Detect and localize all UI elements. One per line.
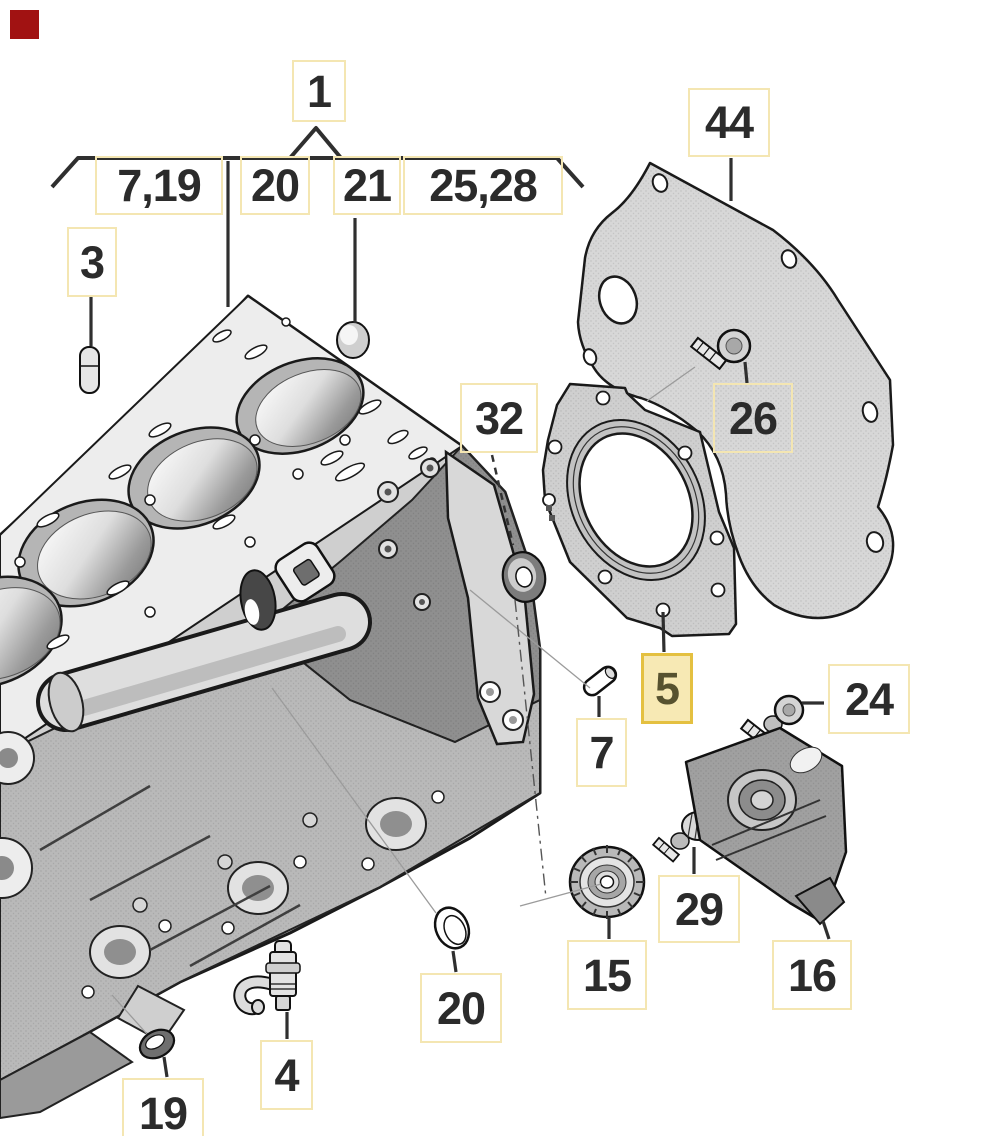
part-label-24[interactable]: 24 bbox=[828, 664, 910, 734]
red-marker bbox=[10, 10, 39, 39]
dowel-7-part bbox=[582, 665, 618, 697]
part-label-3[interactable]: 3 bbox=[67, 227, 117, 297]
block-window bbox=[274, 541, 336, 603]
cylinder-bores bbox=[0, 357, 365, 689]
rear-seal-flange-5 bbox=[541, 382, 738, 638]
seal-ring-19 bbox=[138, 1028, 176, 1060]
part-label-21[interactable]: 21 bbox=[333, 156, 401, 215]
part-label-5-highlighted[interactable]: 5 bbox=[641, 653, 693, 724]
engine-block-illustration bbox=[0, 294, 542, 1120]
seal-ring-32 bbox=[501, 551, 547, 603]
part-label-44[interactable]: 44 bbox=[688, 88, 770, 157]
plate-holes bbox=[582, 173, 885, 553]
part-label-7[interactable]: 7 bbox=[576, 718, 627, 787]
oil-valve-4 bbox=[233, 940, 301, 1016]
part-label-20-bottom[interactable]: 20 bbox=[420, 973, 502, 1043]
part-label-20-top[interactable]: 20 bbox=[240, 156, 310, 215]
block-bosses bbox=[377, 458, 440, 611]
part-label-4[interactable]: 4 bbox=[260, 1040, 313, 1110]
part-label-16[interactable]: 16 bbox=[772, 940, 852, 1010]
part-label-15[interactable]: 15 bbox=[567, 940, 647, 1010]
crankcase-bolt-holes bbox=[81, 790, 445, 999]
part-label-19[interactable]: 19 bbox=[122, 1078, 204, 1136]
part-label-32[interactable]: 32 bbox=[460, 383, 538, 453]
part-label-7-19[interactable]: 7,19 bbox=[95, 156, 223, 215]
deck-gasket-holes bbox=[14, 317, 437, 650]
plug-21-part bbox=[336, 321, 370, 359]
block-ribs bbox=[39, 784, 301, 968]
intermediate-plate-44 bbox=[576, 161, 895, 620]
leader-lines bbox=[89, 158, 831, 1078]
bolt-26 bbox=[689, 328, 752, 371]
bracket-16 bbox=[684, 726, 848, 926]
pointer-lines bbox=[111, 366, 696, 1035]
group-bracket bbox=[50, 126, 585, 189]
plug-20-part bbox=[433, 906, 471, 950]
dowel-pin-3 bbox=[79, 346, 100, 394]
flange-bolt-holes bbox=[542, 390, 726, 618]
part-label-25-28[interactable]: 25,28 bbox=[403, 156, 563, 215]
sprocket-15 bbox=[568, 845, 646, 919]
part-label-26[interactable]: 26 bbox=[713, 383, 793, 453]
part-label-1[interactable]: 1 bbox=[292, 60, 346, 122]
part-label-29[interactable]: 29 bbox=[658, 875, 740, 943]
